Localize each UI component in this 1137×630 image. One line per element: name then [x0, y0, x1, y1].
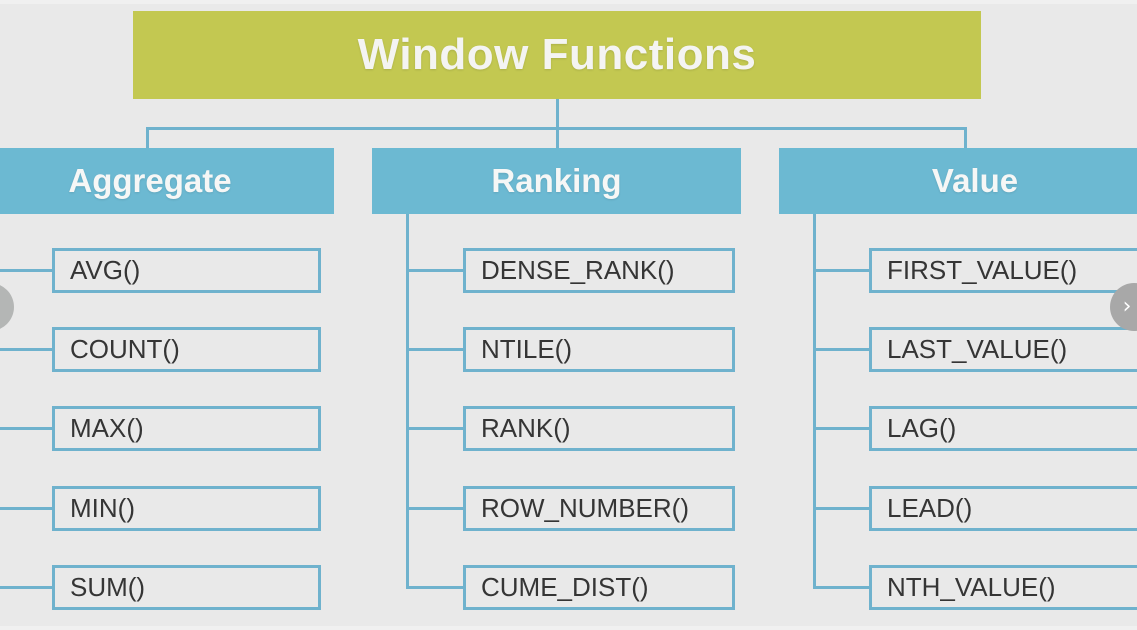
list-item[interactable]: MAX(): [0, 406, 321, 451]
connector-stub: [0, 586, 52, 589]
list-item[interactable]: FIRST_VALUE(): [813, 248, 1137, 293]
function-box[interactable]: FIRST_VALUE(): [869, 248, 1137, 293]
connector-stub: [406, 269, 463, 272]
list-item[interactable]: COUNT(): [0, 327, 321, 372]
connector-trunk-value: [813, 214, 816, 589]
function-box[interactable]: MIN(): [52, 486, 321, 531]
list-item[interactable]: NTH_VALUE(): [813, 565, 1137, 610]
function-label: LAST_VALUE(): [887, 334, 1068, 364]
connector-stub: [813, 348, 869, 351]
function-box[interactable]: COUNT(): [52, 327, 321, 372]
function-label: DENSE_RANK(): [481, 255, 675, 285]
connector-stub: [406, 427, 463, 430]
category-label-ranking: Ranking: [491, 162, 622, 199]
function-box[interactable]: DENSE_RANK(): [463, 248, 735, 293]
function-box[interactable]: CUME_DIST(): [463, 565, 735, 610]
function-label: NTH_VALUE(): [887, 572, 1056, 602]
category-label-aggregate: Aggregate: [68, 162, 232, 199]
category-header-value[interactable]: Value: [779, 148, 1137, 214]
function-label: FIRST_VALUE(): [887, 255, 1078, 285]
function-box[interactable]: MAX(): [52, 406, 321, 451]
category-header-ranking[interactable]: Ranking: [372, 148, 741, 214]
function-box[interactable]: SUM(): [52, 565, 321, 610]
carousel-prev-button[interactable]: ‹: [0, 283, 14, 331]
connector-stub: [406, 586, 463, 589]
connector-stub: [0, 427, 52, 430]
page-edge-top: [0, 0, 1137, 4]
connector-stub: [813, 586, 869, 589]
connector-stub: [0, 269, 52, 272]
list-item[interactable]: CUME_DIST(): [406, 565, 735, 610]
list-item[interactable]: RANK(): [406, 406, 735, 451]
function-label: AVG(): [70, 255, 141, 285]
connector-trunk-ranking: [406, 214, 409, 589]
function-label: COUNT(): [70, 334, 180, 364]
diagram-title: Window Functions: [357, 30, 757, 79]
connector-stub: [0, 507, 52, 510]
function-label: NTILE(): [481, 334, 572, 364]
category-label-value: Value: [931, 162, 1019, 199]
function-box[interactable]: LEAD(): [869, 486, 1137, 531]
connector-drop-value: [964, 127, 967, 149]
function-label: LAG(): [887, 413, 957, 443]
function-box[interactable]: AVG(): [52, 248, 321, 293]
page-edge-bottom: [0, 626, 1137, 630]
function-label: CUME_DIST(): [481, 572, 649, 602]
connector-stub: [406, 348, 463, 351]
function-box[interactable]: NTILE(): [463, 327, 735, 372]
category-header-aggregate[interactable]: Aggregate: [0, 148, 334, 214]
function-label: SUM(): [70, 572, 146, 602]
list-item[interactable]: MIN(): [0, 486, 321, 531]
function-label: MAX(): [70, 413, 144, 443]
function-label: LEAD(): [887, 493, 973, 523]
function-box[interactable]: LAG(): [869, 406, 1137, 451]
diagram-title-box: Window Functions: [133, 11, 981, 99]
connector-stub: [813, 427, 869, 430]
function-box[interactable]: RANK(): [463, 406, 735, 451]
connector-stub: [813, 269, 869, 272]
list-item[interactable]: DENSE_RANK(): [406, 248, 735, 293]
list-item[interactable]: LEAD(): [813, 486, 1137, 531]
function-label: ROW_NUMBER(): [481, 493, 689, 523]
function-label: MIN(): [70, 493, 135, 523]
list-item[interactable]: ROW_NUMBER(): [406, 486, 735, 531]
connector-title-stem: [556, 99, 559, 148]
connector-stub: [406, 507, 463, 510]
list-item[interactable]: AVG(): [0, 248, 321, 293]
list-item[interactable]: LAST_VALUE(): [813, 327, 1137, 372]
list-item[interactable]: NTILE(): [406, 327, 735, 372]
list-item[interactable]: LAG(): [813, 406, 1137, 451]
function-label: RANK(): [481, 413, 571, 443]
chevron-right-icon: ›: [1122, 294, 1132, 319]
connector-horizontal-bus: [146, 127, 967, 130]
function-box[interactable]: ROW_NUMBER(): [463, 486, 735, 531]
list-item[interactable]: SUM(): [0, 565, 321, 610]
function-box[interactable]: LAST_VALUE(): [869, 327, 1137, 372]
function-box[interactable]: NTH_VALUE(): [869, 565, 1137, 610]
connector-drop-aggregate: [146, 127, 149, 149]
connector-stub: [0, 348, 52, 351]
connector-stub: [813, 507, 869, 510]
